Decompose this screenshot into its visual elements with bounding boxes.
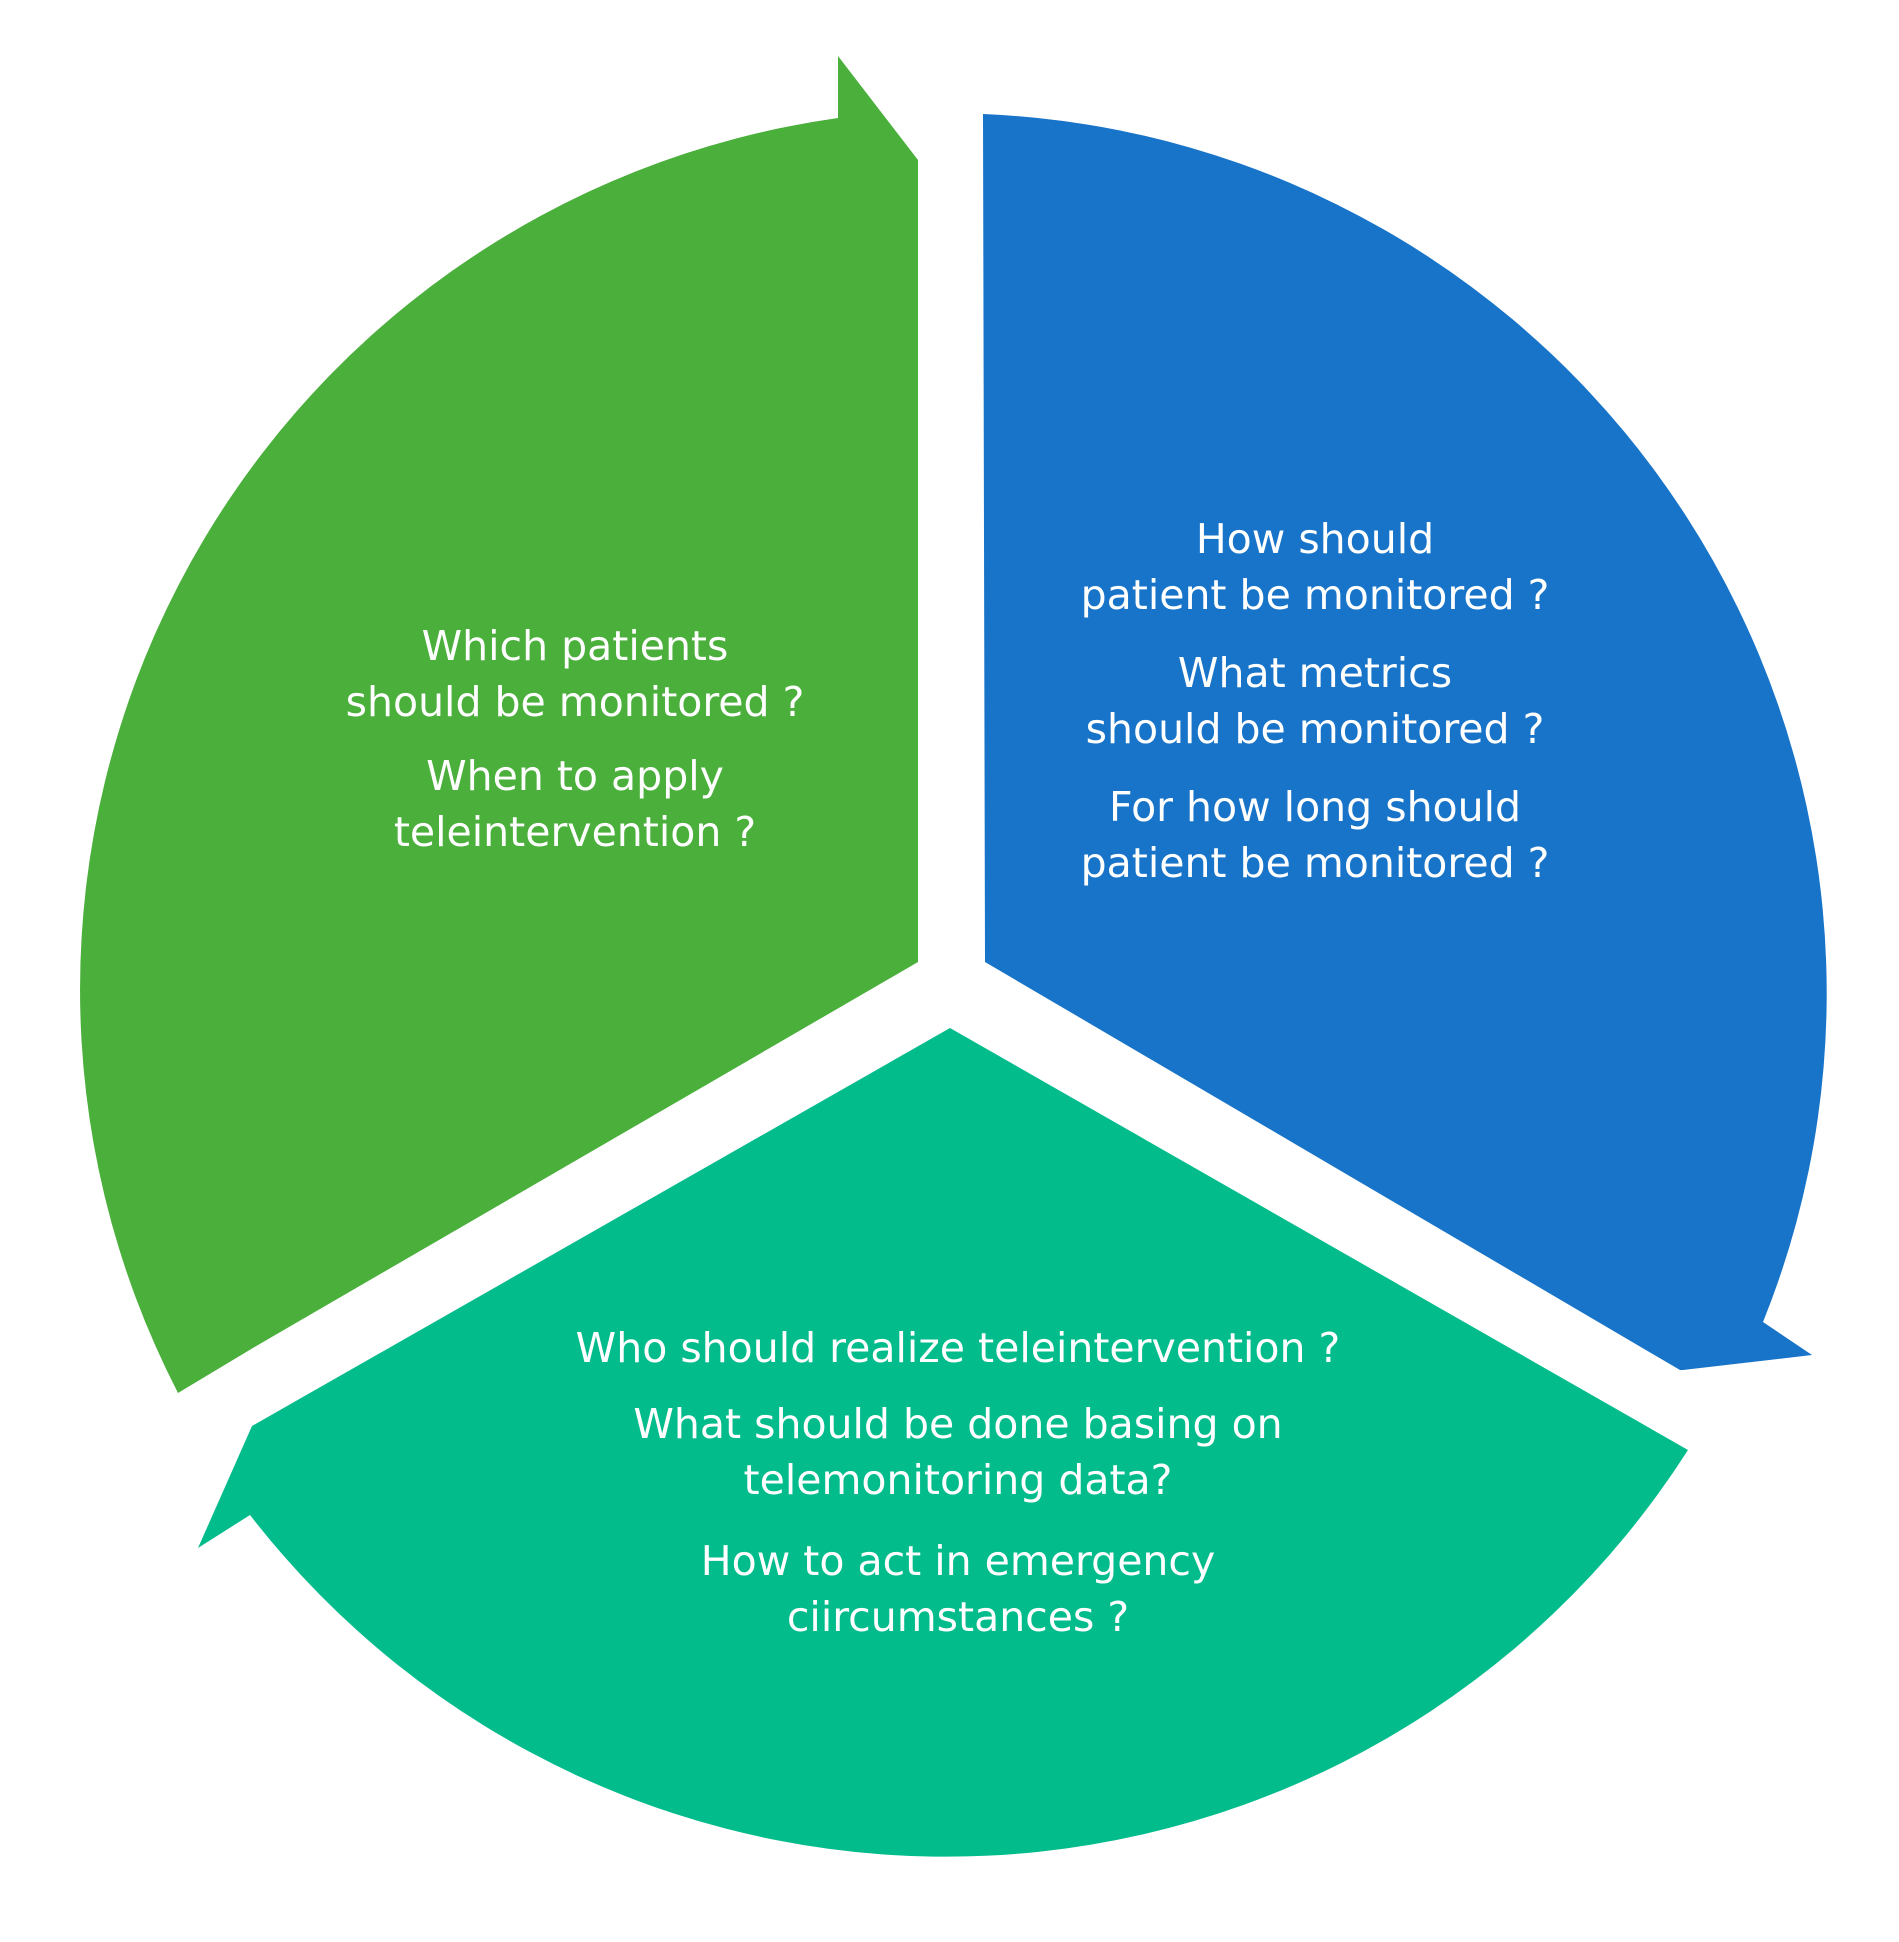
bottom-line-1: Who should realize teleintervention ? <box>576 1324 1341 1372</box>
right-segment-text: How should patient be monitored ? What m… <box>1081 515 1550 887</box>
bottom-line-2: What should be done basing on <box>633 1400 1282 1448</box>
right-line-1: How should <box>1196 515 1434 563</box>
right-line-4: should be monitored ? <box>1086 705 1545 753</box>
bottom-line-5: ciircumstances ? <box>787 1593 1129 1641</box>
left-line-3: When to apply <box>426 752 724 800</box>
right-line-2: patient be monitored ? <box>1081 571 1550 619</box>
bottom-segment-text: Who should realize teleintervention ? Wh… <box>576 1324 1341 1641</box>
left-line-1: Which patients <box>422 622 729 670</box>
left-line-4: teleintervention ? <box>394 808 756 856</box>
right-line-6: patient be monitored ? <box>1081 839 1550 887</box>
left-line-2: should be monitored ? <box>346 678 805 726</box>
left-segment <box>80 56 919 1393</box>
right-line-5: For how long should <box>1109 783 1521 831</box>
right-line-3: What metrics <box>1178 649 1452 697</box>
bottom-line-4: How to act in emergency <box>701 1537 1215 1585</box>
right-segment <box>983 114 1827 1370</box>
bottom-line-3: telemonitoring data? <box>744 1456 1173 1504</box>
bottom-segment <box>198 1028 1688 1857</box>
left-segment-text: Which patients should be monitored ? Whe… <box>346 622 805 856</box>
